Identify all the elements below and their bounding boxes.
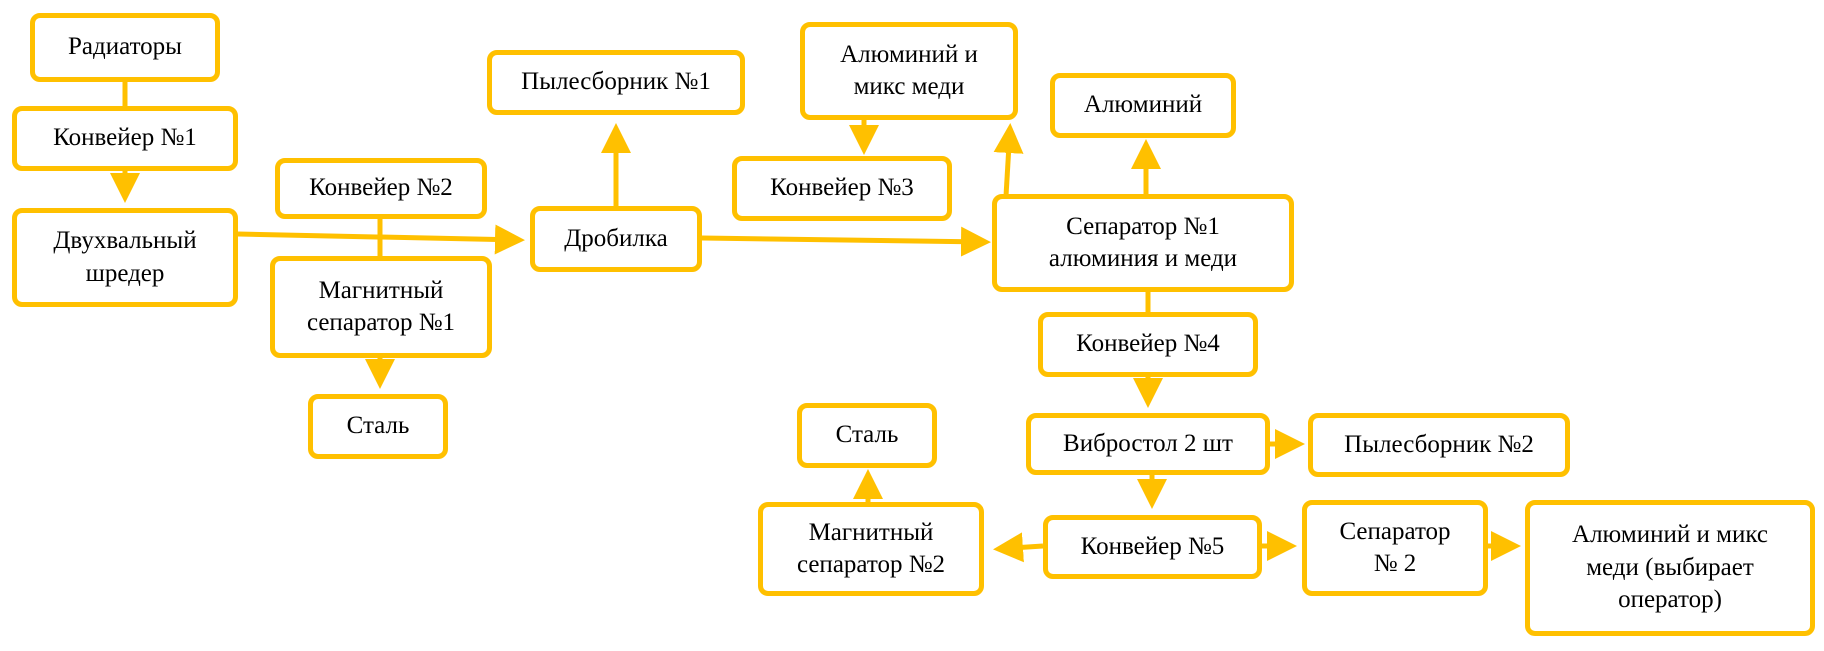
node-crusher: Дробилка (530, 206, 702, 272)
node-radiators: Радиаторы (30, 13, 220, 82)
node-conveyor5: Конвейер №5 (1043, 515, 1262, 579)
node-shredder: Двухвальный шредер (12, 208, 238, 307)
arrow-crusher-sep1 (701, 226, 991, 257)
arrow-conveyor5-magsep2 (993, 532, 1044, 563)
node-aluminum-mix-1: Алюминий и микс меди (800, 22, 1018, 120)
node-steel-1: Сталь (308, 394, 448, 459)
node-conveyor3: Конвейер №3 (732, 156, 952, 221)
node-separator-2: Сепаратор № 2 (1302, 500, 1488, 596)
node-vibro-table: Вибростол 2 шт (1026, 413, 1270, 475)
node-separator-1: Сепаратор №1 алюминия и меди (992, 194, 1294, 292)
node-aluminum-mix-2: Алюминий и микс меди (выбирает оператор) (1525, 500, 1815, 636)
node-steel-2: Сталь (797, 403, 937, 468)
node-conveyor1: Конвейер №1 (12, 106, 238, 171)
node-dust-collector-2: Пылесборник №2 (1308, 413, 1570, 477)
node-conveyor2: Конвейер №2 (275, 158, 487, 219)
node-aluminum: Алюминий (1050, 73, 1236, 138)
node-conveyor4: Конвейер №4 (1038, 312, 1258, 377)
arrow-sep1-almix1 (993, 123, 1024, 197)
node-dust-collector-1: Пылесборник №1 (487, 50, 745, 115)
node-magnetic-separator-1: Магнитный сепаратор №1 (270, 256, 492, 358)
node-magnetic-separator-2: Магнитный сепаратор №2 (758, 502, 984, 596)
